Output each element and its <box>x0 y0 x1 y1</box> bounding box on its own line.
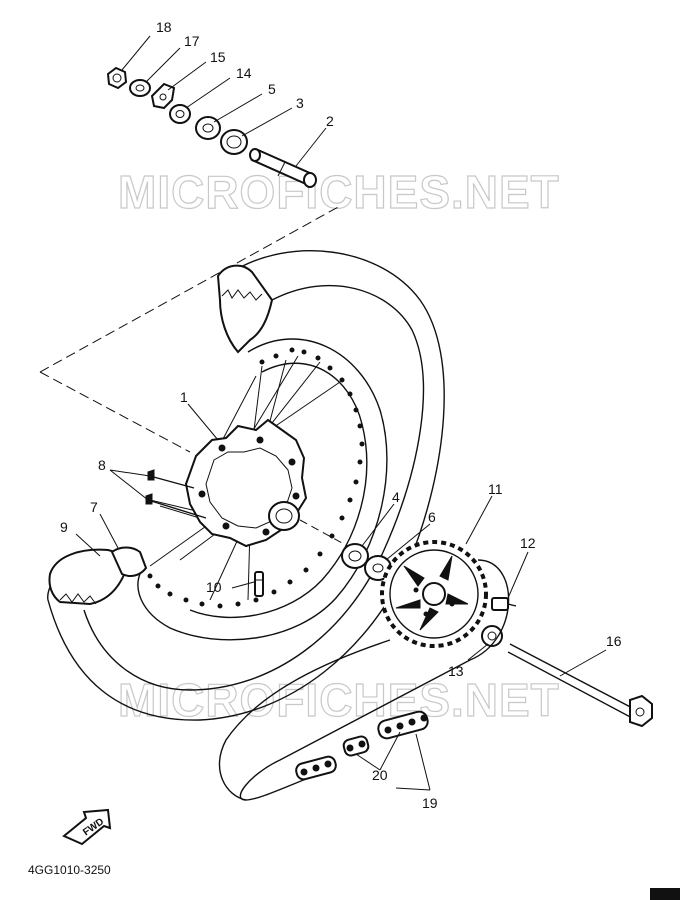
tire-part <box>47 250 445 721</box>
callout-7: 7 <box>90 499 98 515</box>
callout-18: 18 <box>156 19 172 35</box>
rim-spoke-holes <box>147 347 365 609</box>
callout-6: 6 <box>428 509 436 525</box>
collar-bottom-part <box>481 625 503 647</box>
callout-15: 15 <box>210 49 226 65</box>
callout-4: 4 <box>392 489 400 505</box>
oil-seal-part <box>195 116 221 140</box>
rim-part <box>110 338 388 641</box>
callout-3: 3 <box>296 95 304 111</box>
callout-12: 12 <box>520 535 536 551</box>
callout-2: 2 <box>326 113 334 129</box>
callout-13: 13 <box>448 663 464 679</box>
chain-master-link <box>342 735 370 757</box>
bearing-bottom-part <box>341 543 369 569</box>
spacer-part <box>249 148 317 188</box>
diagram-code: 4GG1010-3250 <box>28 863 111 877</box>
callout-1: 1 <box>180 389 188 405</box>
callout-8: 8 <box>98 457 106 473</box>
watermark-top: MICROFICHES.NET <box>118 166 560 218</box>
hub-part <box>184 418 308 548</box>
collar-part <box>169 104 191 124</box>
callout-5: 5 <box>268 81 276 97</box>
valve-stem-part <box>254 571 264 597</box>
callout-10: 10 <box>206 579 222 595</box>
chain-link-segment-2 <box>295 755 337 781</box>
callout-19: 19 <box>422 795 438 811</box>
bearing-top-part <box>220 129 248 155</box>
sprocket-bolt-part <box>491 597 517 611</box>
nut-part <box>106 66 128 90</box>
callout-14: 14 <box>236 65 252 81</box>
callout-20: 20 <box>372 767 388 783</box>
sprocket-part <box>380 540 488 648</box>
callout-labels: 18 17 15 14 5 3 2 1 8 7 9 10 4 6 11 12 1… <box>60 19 622 811</box>
callout-9: 9 <box>60 519 68 535</box>
callout-17: 17 <box>184 33 200 49</box>
forward-direction-arrow: FWD <box>62 808 112 846</box>
axle-part <box>507 643 653 728</box>
callout-11: 11 <box>488 481 503 497</box>
watermark-bottom: MICROFICHES.NET <box>118 674 560 726</box>
drive-chain-part <box>218 559 510 801</box>
callout-16: 16 <box>606 633 622 649</box>
washer-part <box>129 79 151 97</box>
chain-link-segment <box>377 710 429 740</box>
stud-bolts-part <box>145 469 207 519</box>
corner-mark <box>650 888 680 900</box>
callout-leader-lines <box>75 35 607 791</box>
